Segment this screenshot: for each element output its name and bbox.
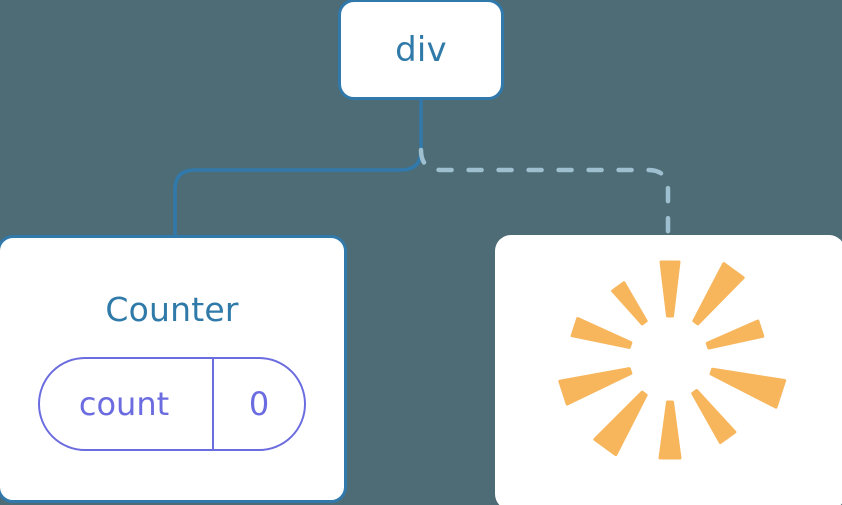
node-div-label: div [395, 29, 447, 70]
sparkle-ray-0 [659, 260, 681, 318]
sparkle-ray-7 [558, 367, 633, 406]
sparkle-ray-5 [658, 400, 682, 460]
node-counter[interactable]: Counter count 0 [0, 235, 347, 503]
state-value-label: 0 [212, 359, 304, 449]
sparkle-ray-9 [611, 281, 648, 326]
sparkle-burst-icon [558, 260, 787, 460]
state-key-label: count [78, 385, 170, 423]
node-placeholder[interactable] [495, 235, 842, 505]
node-div[interactable]: div [338, 0, 504, 100]
sparkle-ray-6 [593, 390, 648, 457]
node-counter-label: Counter [105, 290, 239, 329]
sparkle-ray-3 [709, 367, 787, 409]
connector-div-to-placeholder [418, 147, 671, 240]
sparkle-ray-8 [570, 317, 633, 349]
sparkle-ray-4 [691, 389, 737, 445]
state-pill-count[interactable]: count 0 [38, 357, 306, 451]
sparkle-ray-2 [705, 319, 765, 350]
connector-div-to-counter [173, 98, 423, 239]
sparkle-ray-1 [692, 262, 745, 326]
